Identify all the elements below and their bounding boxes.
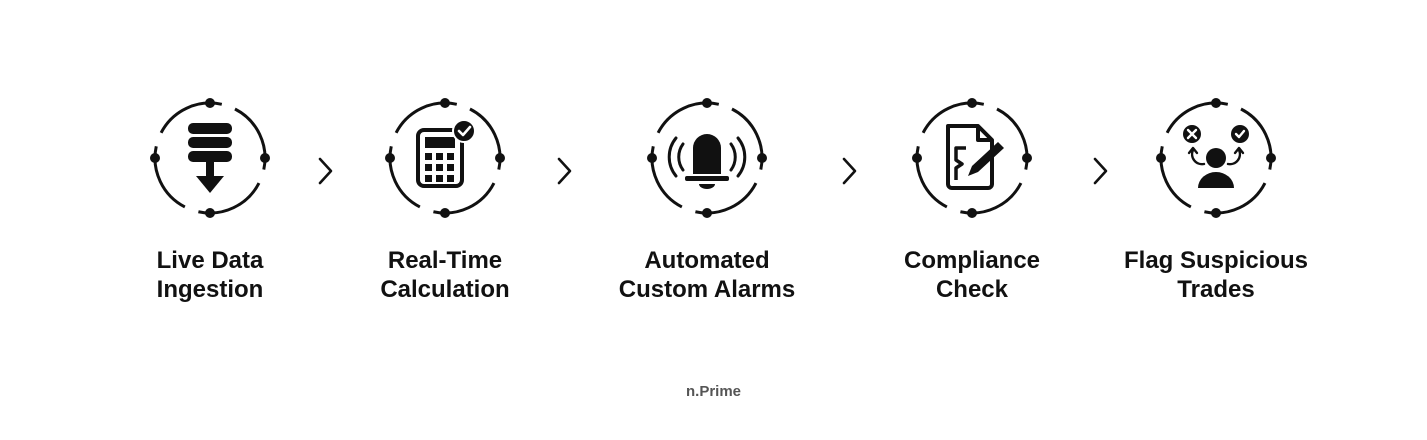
step-ring [912, 98, 1032, 218]
chevron-right-icon [316, 156, 336, 186]
step-label: Real-Time Calculation [380, 247, 510, 303]
step-compliance-check: Compliance Check [852, 96, 1092, 304]
calculator-check-icon [416, 119, 476, 188]
step-label: Flag Suspicious Trades [1123, 247, 1309, 303]
step-label: Compliance Check [903, 247, 1041, 303]
brand-logo-text: n.Prime [685, 383, 742, 400]
database-download-icon [188, 123, 232, 193]
step-label: Automated Custom Alarms [618, 247, 796, 303]
step-real-time-calculation: Real-Time Calculation [325, 96, 565, 304]
chevron-right-icon [555, 156, 575, 186]
step-ring [150, 98, 270, 218]
step-ring [647, 98, 767, 218]
alarm-bell-icon [667, 134, 747, 189]
user-decision-icon [1183, 125, 1249, 188]
step-flag-suspicious-trades: Flag Suspicious Trades [1096, 96, 1336, 304]
step-automated-custom-alarms: Automated Custom Alarms [587, 96, 827, 304]
chevron-right-icon [1091, 156, 1111, 186]
chevron-right-icon [840, 156, 860, 186]
step-ring [385, 98, 505, 218]
step-label: Live Data Ingestion [156, 247, 264, 303]
document-sign-icon [946, 124, 1004, 190]
step-ring [1156, 98, 1276, 218]
step-live-data-ingestion: Live Data Ingestion [90, 96, 330, 304]
